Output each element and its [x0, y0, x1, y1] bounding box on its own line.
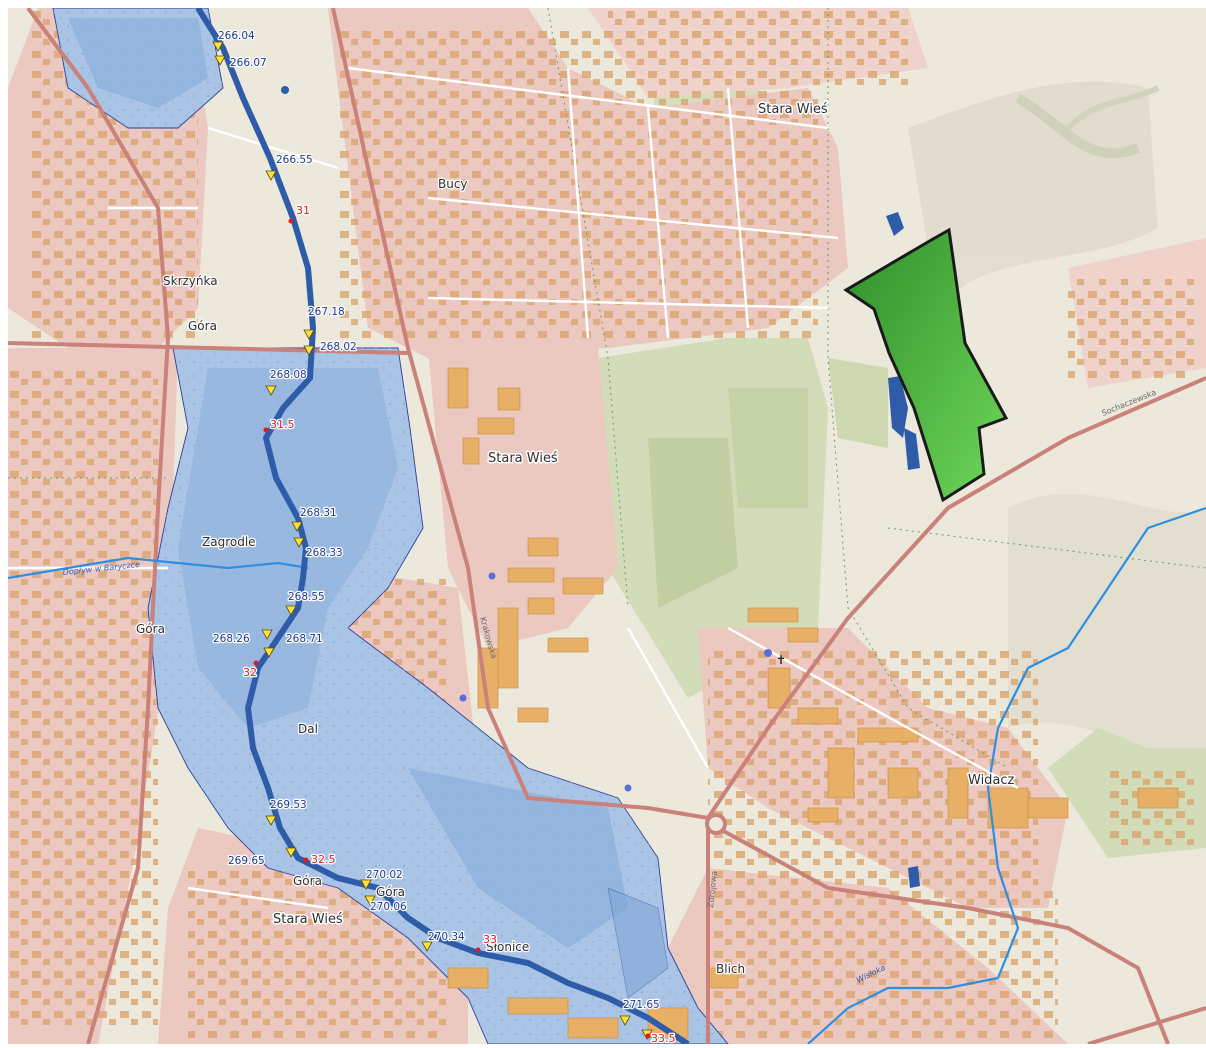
highlighted-plot[interactable] — [843, 227, 1009, 503]
water-level-marker — [360, 879, 372, 890]
boundaries — [8, 8, 1206, 769]
water-level-marker — [291, 521, 303, 532]
hillshade — [908, 81, 1206, 768]
map-canvas[interactable]: Sochaczewska Krakowska Zdrojowa Dopływ w… — [8, 8, 1206, 1044]
river-km-label: 33.5 — [651, 1032, 676, 1044]
water-level-marker — [619, 1015, 631, 1026]
water-level-label: 271.65 — [623, 999, 660, 1011]
river-km-label: 31.5 — [270, 418, 295, 431]
water-level-label: 268.71 — [286, 633, 323, 645]
place-label: Stara Wieś — [488, 451, 558, 466]
place-label: Bucy — [438, 177, 468, 191]
road-southeast — [1087, 1006, 1206, 1044]
river-km-dots — [253, 218, 651, 1039]
water-level-label: 270.34 — [428, 931, 465, 943]
place-label: Góra — [188, 319, 217, 333]
place-label: Zagrodle — [202, 535, 256, 549]
main-roads — [8, 8, 1206, 1044]
water-level-marker — [212, 41, 224, 52]
road-label-zdrojowa: Zdrojowa — [706, 870, 719, 908]
water-level-label: 268.02 — [320, 341, 357, 353]
water-level-label: 266.55 — [276, 154, 313, 166]
river-km-label: 33 — [483, 933, 497, 946]
streams — [8, 506, 1206, 1044]
roundabout — [705, 813, 727, 835]
place-label: Góra — [293, 874, 322, 888]
water-level-marker — [293, 537, 305, 548]
poi-icon — [624, 784, 632, 792]
water-level-marker — [265, 170, 277, 181]
water-level-marker — [303, 345, 315, 356]
place-label: Stara Wieś — [758, 102, 828, 117]
water-level-marker — [285, 605, 297, 616]
stream-east-path — [807, 506, 1206, 1044]
road-west — [8, 341, 409, 355]
road-sochaczewska — [706, 376, 1206, 820]
place-label: Stara Wieś — [273, 912, 343, 927]
place-label: Dal — [298, 722, 318, 736]
water-level-marker — [261, 629, 273, 640]
road-east-loop — [717, 826, 1170, 1044]
water-level-label: 266.07 — [230, 57, 267, 69]
water-level-label: 269.65 — [228, 855, 265, 867]
place-label: Słonice — [486, 940, 529, 954]
water-level-marker — [265, 385, 277, 396]
river-km-label: 32 — [243, 666, 257, 679]
water-level-label: 269.53 — [270, 799, 307, 811]
place-label: Skrzyńka — [163, 274, 218, 288]
water-level-label: 268.55 — [288, 591, 325, 603]
cross-icon: ✝ — [776, 653, 786, 667]
stream-west-path — [8, 556, 309, 580]
minor-roads — [8, 66, 1019, 910]
water-level-label: 266.04 — [218, 30, 255, 42]
water-level-marker — [421, 941, 433, 952]
road-krakowska — [331, 8, 709, 820]
water-level-label: 268.31 — [300, 507, 337, 519]
water-level-marker — [364, 895, 376, 906]
building-dots — [8, 8, 1198, 1038]
water-level-marker — [285, 847, 297, 858]
river-km-label: 32.5 — [311, 853, 336, 866]
river-km-label: 31 — [296, 204, 310, 217]
place-label: Widacz — [968, 773, 1015, 788]
place-label: Blich — [716, 962, 745, 976]
water-level-label: 270.06 — [370, 901, 407, 913]
place-label: Góra — [136, 622, 165, 636]
poi-icon — [488, 572, 496, 580]
buildings — [447, 367, 1179, 1039]
water-level-label: 268.08 — [270, 369, 307, 381]
water-level-label: 268.26 — [213, 633, 250, 645]
road-west-2 — [26, 8, 171, 1044]
water-level-marker — [265, 815, 277, 826]
water-level-marker — [263, 647, 275, 658]
ponds — [886, 212, 920, 888]
place-label: Góra — [376, 885, 405, 899]
water-level-label: 267.18 — [308, 306, 345, 318]
pond-north — [281, 86, 289, 94]
water-level-marker — [303, 329, 315, 340]
poi-icon — [459, 694, 467, 702]
water-level-label: 268.33 — [306, 547, 343, 559]
water-level-marker — [214, 55, 226, 66]
water-level-label: 270.02 — [366, 869, 403, 881]
poi-icons: ✝ — [459, 572, 786, 792]
church-icon — [764, 649, 772, 657]
